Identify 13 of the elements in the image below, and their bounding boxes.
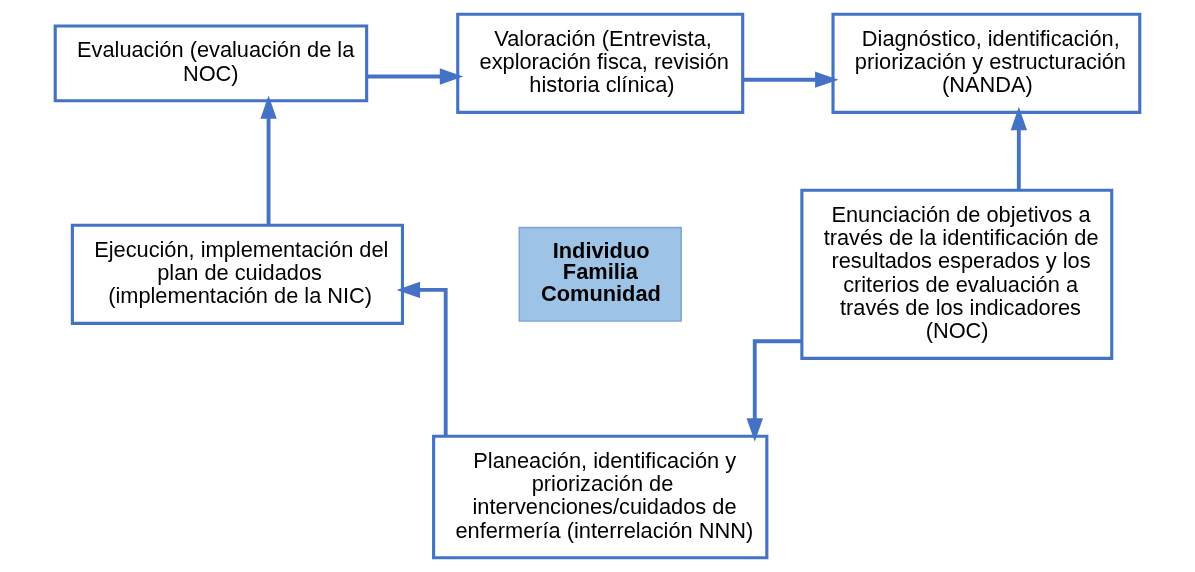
arrow xyxy=(742,71,839,88)
arrow xyxy=(1010,106,1028,190)
node-box: Diagnóstico, identificación, priorización y estructuración (NANDA) xyxy=(831,12,1142,114)
node-box: Individuo Familia Comunidad xyxy=(518,226,682,322)
node-box: Enunciación de objetivos a través de la identificación de resultados esperados y los criterios de evaluación a través de los indicadores (NOC) xyxy=(800,188,1114,360)
arrow xyxy=(396,281,448,436)
node-box: Planeación, identificación y priorización de intervenciones/cuidados de enfermería (interrelación NNN) xyxy=(432,434,769,560)
arrow xyxy=(746,339,802,442)
node-box: Evaluación (evaluación de la NOC) xyxy=(53,24,369,103)
node-box: Valoración (Entrevista, exploración fisca, revisión historia clínica) xyxy=(456,12,745,114)
arrow xyxy=(260,95,277,225)
node-box: Ejecución, implementación del plan de cuidados (implementación de la NIC) xyxy=(70,223,405,325)
arrow xyxy=(367,68,464,85)
